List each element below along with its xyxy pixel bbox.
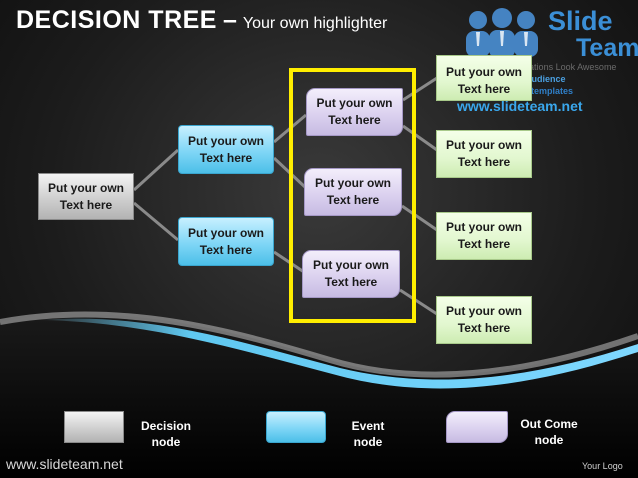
title-subtitle: Your own highlighter xyxy=(242,15,388,32)
event-node-1[interactable]: Put your own Text here xyxy=(178,125,274,174)
outcome-node-3[interactable]: Put your own Text here xyxy=(302,250,400,298)
brand-url[interactable]: www.slideteam.net xyxy=(457,98,583,114)
footer-logo-text: Your Logo xyxy=(582,461,623,471)
legend-outcome-label: Out Come node xyxy=(520,417,578,447)
result-node-3[interactable]: Put your own Text here xyxy=(436,212,532,260)
result-node-4[interactable]: Put your own Text here xyxy=(436,296,532,344)
result-node-2[interactable]: Put your own Text here xyxy=(436,130,532,178)
legend-event-swatch xyxy=(266,411,326,443)
logo-word-slide: Slide xyxy=(548,6,613,36)
event-node-2[interactable]: Put your own Text here xyxy=(178,217,274,266)
footer-website[interactable]: www.slideteam.net xyxy=(6,456,123,472)
title-dash: – xyxy=(222,6,237,34)
logo-word-team: Team xyxy=(576,34,638,62)
title-main: DECISION TREE xyxy=(16,6,217,34)
connector-outcome2-result3 xyxy=(401,204,438,232)
legend-outcome-swatch xyxy=(446,411,508,443)
outcome-node-1[interactable]: Put your own Text here xyxy=(306,88,403,136)
connector-outcome3-result4 xyxy=(399,288,438,316)
page-title: DECISION TREE–Your own highlighter xyxy=(16,6,387,35)
people-icon xyxy=(466,8,538,58)
decision-node-root[interactable]: Put your own Text here xyxy=(38,173,134,220)
connector-root-event1 xyxy=(132,148,180,192)
outcome-node-2[interactable]: Put your own Text here xyxy=(304,168,402,216)
legend-decision-swatch xyxy=(64,411,124,443)
connector-outcome1-result2 xyxy=(402,124,438,152)
result-node-1[interactable]: Put your own Text here xyxy=(436,55,532,101)
connector-outcome1-result1 xyxy=(402,76,438,102)
legend-decision-label: Decision node xyxy=(140,419,191,449)
slideteam-logo: Slide Team xyxy=(458,4,638,64)
yellow-highlighter-frame xyxy=(289,68,416,323)
legend-event-label: Event node xyxy=(351,419,385,449)
connector-root-event2 xyxy=(133,201,179,242)
